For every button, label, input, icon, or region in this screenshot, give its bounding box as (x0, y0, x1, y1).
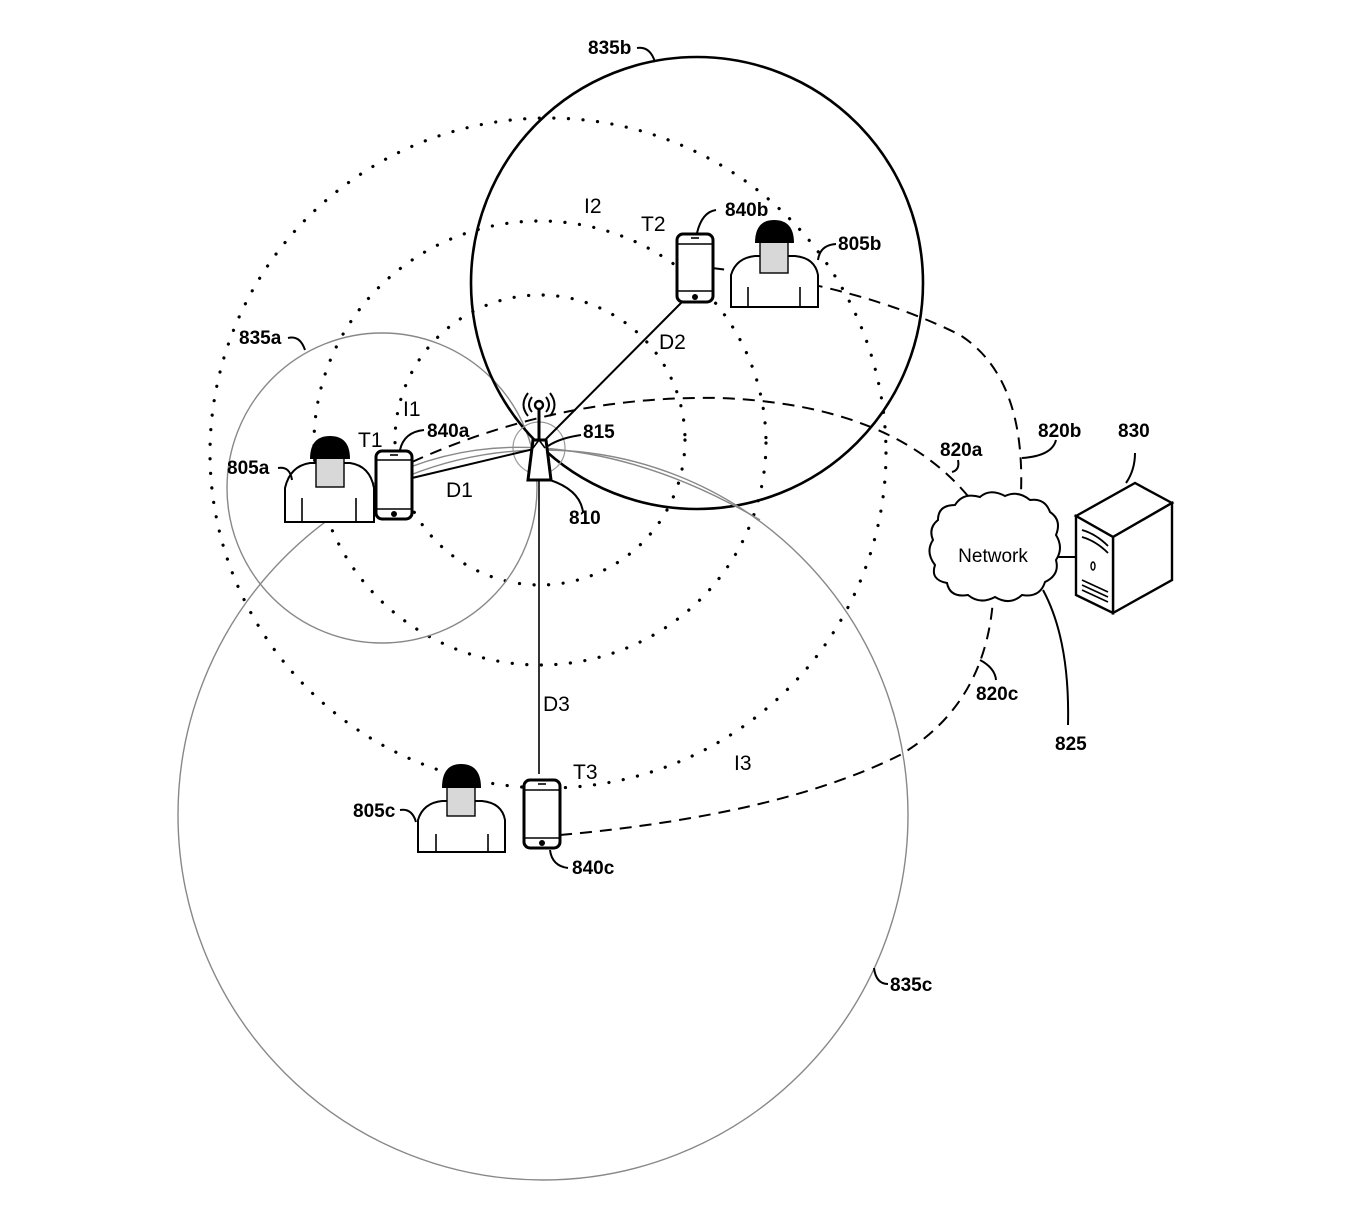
leader-830 (1125, 452, 1136, 484)
leader-810 (549, 479, 584, 513)
leader-815 (547, 434, 582, 447)
label-820a: 820a (940, 440, 983, 461)
coverage-area-b (469, 55, 925, 511)
leader-840b (696, 209, 717, 234)
link-820c (559, 599, 994, 836)
label-820b: 820b (1038, 421, 1081, 442)
signal-rings (208, 116, 888, 790)
server-tower-icon (1073, 481, 1175, 616)
label-825: 825 (1055, 734, 1087, 755)
network-label: Network (958, 546, 1028, 567)
label-830: 830 (1118, 421, 1150, 442)
leader-825 (1042, 589, 1070, 726)
cell-tower-icon (522, 392, 556, 482)
label-i1: I1 (403, 398, 421, 421)
label-805c: 805c (353, 801, 396, 822)
link-820a (411, 396, 976, 506)
label-835a: 835a (239, 328, 282, 349)
leader-820a (951, 459, 960, 473)
label-d1: D1 (446, 479, 473, 502)
signal-ring-middle (312, 219, 768, 667)
label-t3: T3 (573, 761, 598, 784)
leader-805c (399, 808, 417, 823)
label-t1: T1 (358, 429, 383, 452)
coverage-area-a (226, 332, 538, 644)
leader-840a (399, 429, 425, 451)
label-i2: I2 (584, 195, 602, 218)
signal-ring-inner (393, 293, 687, 587)
label-d3: D3 (543, 693, 570, 716)
person-icon-c (417, 764, 506, 853)
leader-840c (549, 849, 569, 869)
label-d2: D2 (659, 331, 686, 354)
leader-805b (817, 243, 837, 261)
smartphone-icon-a (374, 449, 414, 521)
smartphone-icon-c (522, 778, 562, 850)
distance-line-d1 (411, 447, 539, 479)
label-815: 815 (583, 422, 615, 443)
label-835b: 835b (588, 38, 631, 59)
leader-835c (873, 967, 889, 985)
leader-805a (277, 466, 293, 481)
distance-line-d2 (544, 301, 683, 441)
leader-835a (287, 336, 306, 351)
label-805a: 805a (227, 458, 270, 479)
label-840c: 840c (572, 858, 615, 879)
label-t2: T2 (641, 213, 666, 236)
signal-ring-outer (208, 116, 888, 790)
leader-820c (979, 659, 997, 681)
label-835c: 835c (890, 975, 933, 996)
label-820c: 820c (976, 684, 1019, 705)
smartphone-icon-b (675, 232, 715, 304)
network-cloud-icon: Network (928, 491, 1061, 602)
person-icon-b (730, 220, 819, 308)
leader-820b (1021, 439, 1057, 459)
label-i3: I3 (734, 752, 752, 775)
label-810: 810 (569, 508, 601, 529)
person-icon-a (284, 436, 375, 523)
label-840b: 840b (725, 200, 768, 221)
label-840a: 840a (427, 421, 470, 442)
label-805b: 805b (838, 234, 881, 255)
leader-835b (636, 46, 656, 63)
